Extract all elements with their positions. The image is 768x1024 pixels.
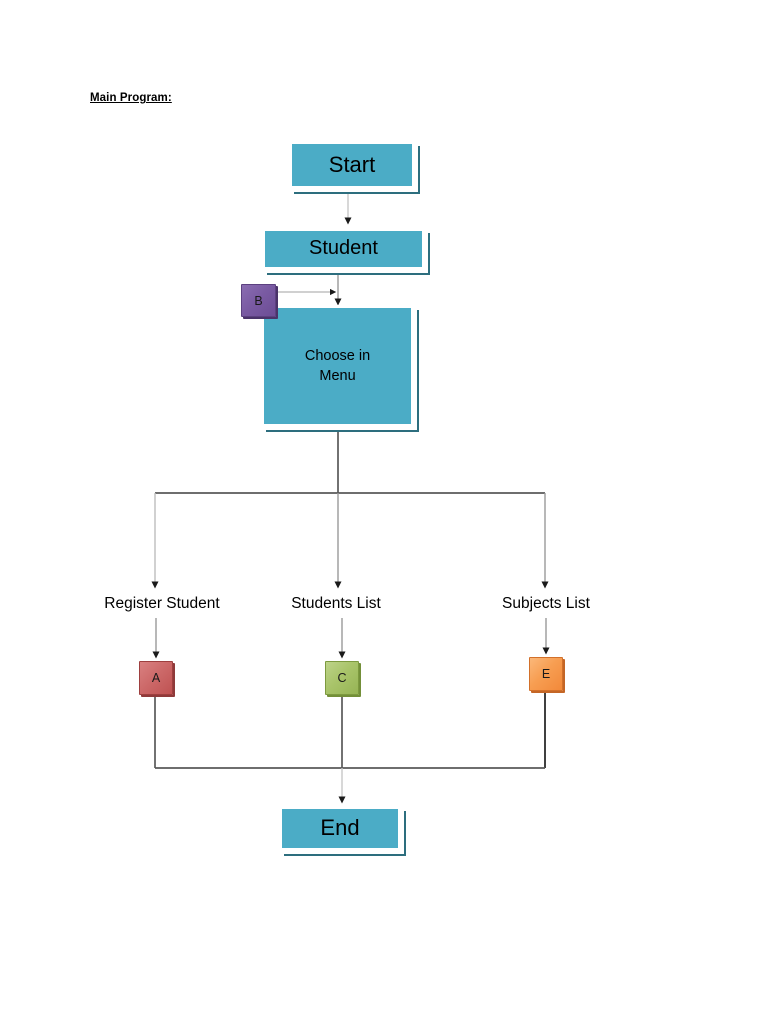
connector-c-label: C [337, 671, 347, 685]
node-start[interactable]: Start [289, 141, 415, 189]
connector-b[interactable]: B [241, 284, 276, 317]
branch-label-subjects-list: Subjects List [502, 595, 590, 612]
branch-label-students-list: Students List [291, 595, 381, 612]
connector-c[interactable]: C [325, 661, 359, 695]
node-choose-in-menu-label: Choose in Menu [304, 348, 371, 384]
page-title: Main Program: [90, 92, 172, 104]
connector-a-label: A [151, 671, 161, 685]
connector-b-label: B [254, 293, 263, 308]
node-student-label: Student [309, 237, 378, 260]
connector-e-label: E [541, 667, 551, 681]
node-end-label: End [320, 815, 360, 841]
node-choose-in-menu[interactable]: Choose in Menu [261, 305, 414, 427]
node-student[interactable]: Student [262, 228, 425, 270]
connector-e[interactable]: E [529, 657, 563, 691]
node-end[interactable]: End [279, 806, 401, 851]
connector-a[interactable]: A [139, 661, 173, 695]
branch-label-register-student: Register Student [104, 595, 220, 612]
node-start-label: Start [328, 151, 376, 177]
